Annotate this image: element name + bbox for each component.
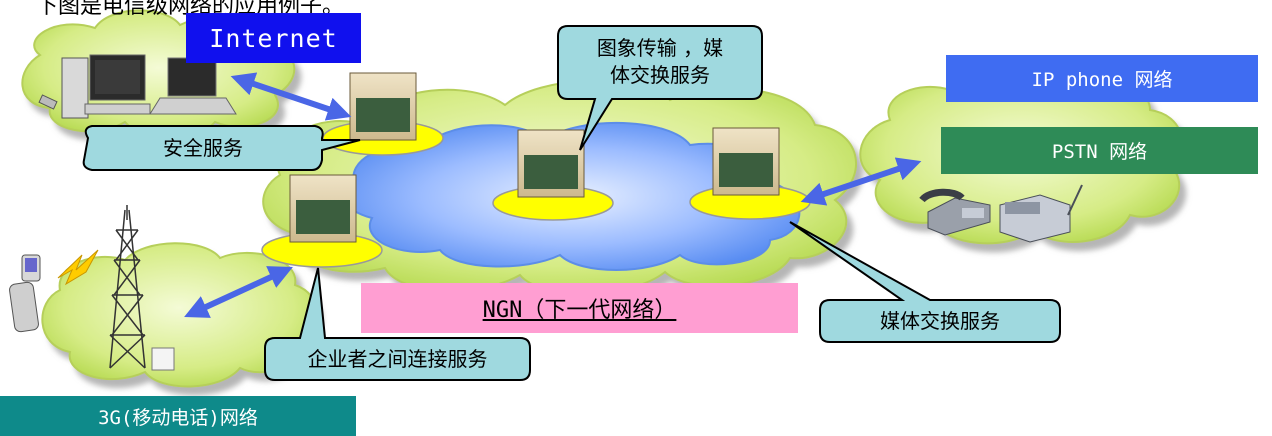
arrow-internet-ngn — [230, 72, 352, 121]
arrow-mobile-ngn — [184, 266, 293, 318]
cell-tower — [109, 205, 146, 369]
callout-security-shape — [82, 125, 361, 171]
arrow-ngn-phone — [800, 157, 922, 206]
network-node-center — [517, 129, 585, 198]
network-node-enterprise — [289, 174, 357, 243]
pstn-network-label: PSTN 网络 — [941, 127, 1258, 174]
image-media-service-text: 图象传输 ，媒 体交换服务 — [560, 27, 760, 97]
image-media-line-1: 图象传输 ，媒 — [596, 36, 724, 60]
callout-media-shape — [789, 221, 1061, 343]
media-exchange-service-text: 媒体交换服务 — [880, 308, 1000, 333]
image-media-line-2: 体交换服务 — [610, 63, 710, 87]
security-service-text: 安全服务 — [163, 135, 243, 160]
ip-phone-network-label: IP phone 网络 — [946, 55, 1258, 102]
mobile-devices — [9, 249, 175, 371]
ngn-label: NGN（下一代网络） — [361, 283, 798, 333]
network-node-right — [712, 127, 780, 196]
enterprise-connection-service-text: 企业者之间连接服务 — [307, 346, 488, 371]
callout-image-shape — [557, 25, 763, 151]
network-node-security — [349, 72, 417, 141]
3g-network-label: 3G(移动电话)网络 — [0, 396, 356, 436]
telephones — [919, 184, 1083, 243]
ngn-label-text: NGN（下一代网络） — [482, 298, 677, 323]
internet-computers — [38, 54, 237, 119]
callout-enterprise-shape — [264, 267, 531, 381]
internet-label: Internet — [186, 13, 361, 63]
